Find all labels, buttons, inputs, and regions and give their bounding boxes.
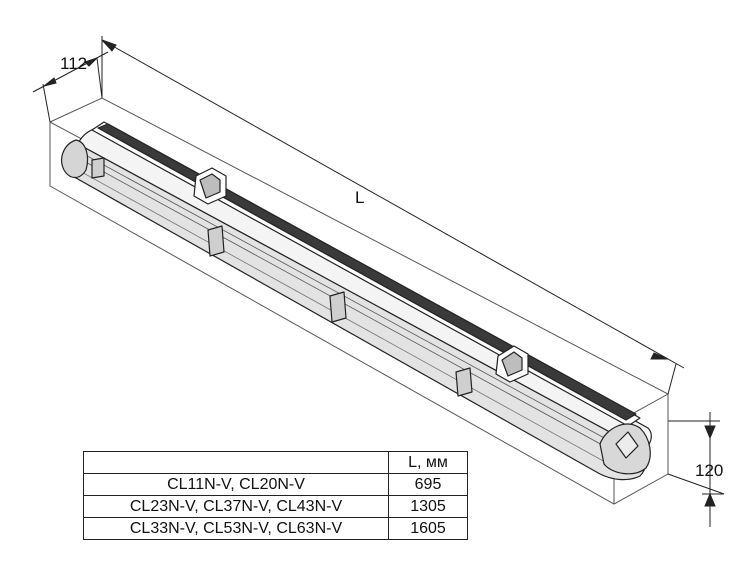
- table-row: CL33N-V, CL53N-V, CL63N-V 1605: [83, 517, 468, 540]
- table-cell-model: CL33N-V, CL53N-V, CL63N-V: [83, 517, 389, 540]
- dimension-lines: [32, 36, 725, 527]
- length-spec-table: L, мм CL11N-V, CL20N-V 695 CL23N-V, CL37…: [83, 451, 468, 540]
- dimension-length-label: L: [355, 188, 364, 207]
- table-cell-length: 695: [388, 473, 468, 496]
- table-cell-length: 1605: [388, 517, 468, 540]
- table-cell-length: 1305: [388, 495, 468, 518]
- dimension-height-label: 120: [695, 461, 723, 480]
- table-row: CL11N-V, CL20N-V 695: [83, 473, 468, 496]
- table-row: CL23N-V, CL37N-V, CL43N-V 1305: [83, 495, 468, 518]
- table-cell-model: CL23N-V, CL37N-V, CL43N-V: [83, 495, 389, 518]
- luminaire-body: [61, 121, 652, 481]
- table-header-model: [83, 451, 389, 474]
- table-header-length: L, мм: [388, 451, 468, 474]
- table-header-row: L, мм: [83, 451, 468, 474]
- dimension-width-label: 112: [60, 54, 87, 73]
- table-cell-model: CL11N-V, CL20N-V: [83, 473, 389, 496]
